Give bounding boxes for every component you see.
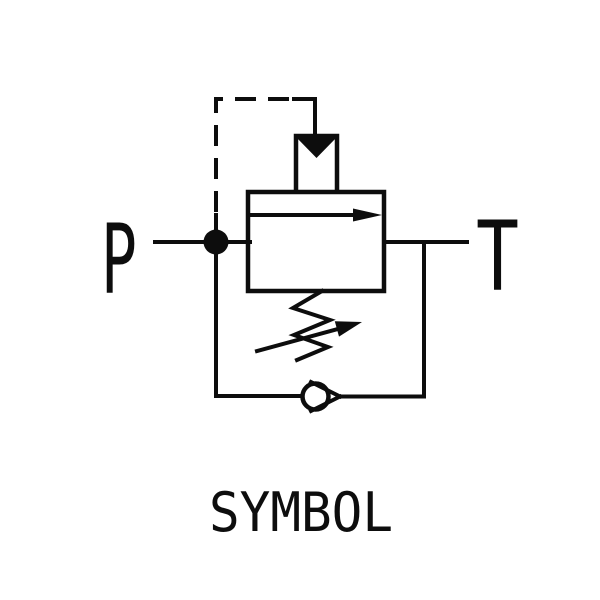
bypass-line-left	[214, 213, 304, 398]
bypass-line-right	[338, 242, 426, 399]
check-valve-seat-icon	[308, 379, 343, 414]
pilot-stem	[293, 133, 340, 191]
pilot-line-dashed	[214, 97, 296, 212]
adjustment-arrow-line	[254, 326, 341, 354]
spring-icon	[288, 288, 336, 363]
adjustment-arrow-icon	[334, 321, 362, 337]
port-label-t: T	[476, 201, 519, 313]
junction-dot-icon	[203, 229, 229, 255]
pilot-line-corner	[292, 97, 317, 139]
port-label-p: P	[101, 204, 137, 316]
flow-arrow-icon	[353, 208, 382, 222]
valve-body	[245, 189, 387, 294]
pilot-arrow-icon	[296, 137, 337, 158]
caption-text: SYMBOL	[209, 481, 393, 544]
